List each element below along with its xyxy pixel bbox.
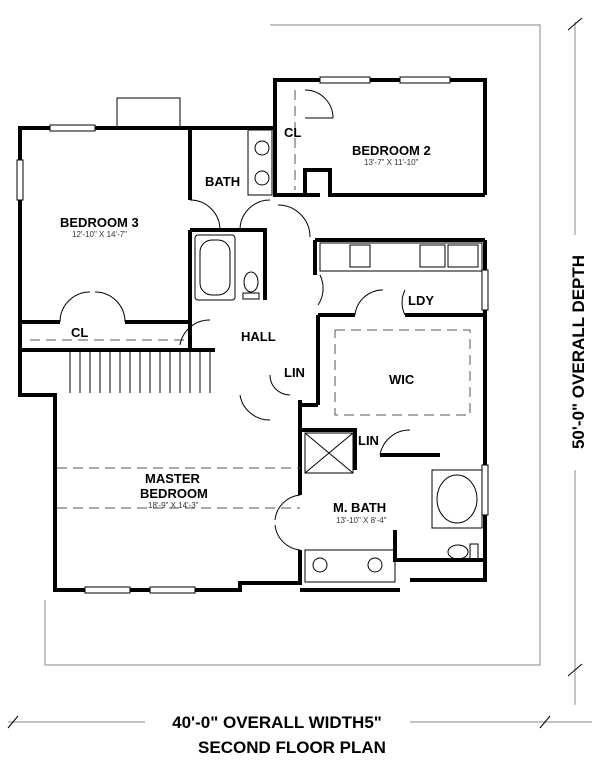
room-size-master: 18'-9" X 14'-3"	[148, 501, 199, 510]
toilet-icon	[243, 271, 259, 293]
shower	[304, 432, 354, 474]
plan-title: SECOND FLOOR PLAN	[198, 738, 386, 757]
interior-walls	[22, 128, 485, 562]
room-label-master-bath: M. BATH	[333, 500, 386, 515]
room-label-bedroom-2: BEDROOM 2	[352, 143, 431, 158]
door-swings	[59, 89, 411, 551]
room-label-linen-1: LIN	[284, 365, 305, 380]
toilet-icon	[447, 544, 469, 560]
room-size-master-bath: 13'-10" X 8'-4"	[336, 516, 387, 525]
exterior-walls	[18, 78, 487, 592]
overall-depth-label: 50'-0" OVERALL DEPTH	[569, 255, 588, 449]
room-label-wic: WIC	[389, 372, 415, 387]
bathtub-icon	[194, 234, 236, 301]
room-label-master-2: BEDROOM	[140, 486, 208, 501]
depth-dimension-line	[567, 17, 583, 705]
room-label-master-1: MASTER	[145, 471, 201, 486]
overall-width-label: 40'-0" OVERALL WIDTH5"	[172, 713, 382, 732]
tub-icon	[431, 469, 483, 529]
sink-icon	[254, 170, 270, 186]
fixtures	[194, 129, 483, 583]
room-size-bedroom-2: 13'-7" X 11'-10"	[364, 158, 419, 167]
sink-icon	[312, 557, 328, 573]
lower-floor-outline	[44, 24, 541, 666]
room-label-laundry: LDY	[408, 293, 434, 308]
vanity	[247, 129, 273, 196]
room-label-bedroom-3: BEDROOM 3	[60, 215, 139, 230]
sink-icon	[367, 557, 383, 573]
sink-icon	[254, 140, 270, 156]
chimney	[116, 97, 181, 129]
room-size-bedroom-3: 12'-10" X 14'-7"	[72, 230, 127, 239]
room-label-bath: BATH	[205, 174, 240, 189]
width-dimension-line	[7, 715, 592, 729]
room-label-closet-bed3: CL	[71, 325, 88, 340]
room-label-hall: HALL	[241, 329, 276, 344]
room-label-closet: CL	[284, 125, 301, 140]
stairs	[69, 352, 211, 393]
laundry-counter	[319, 242, 483, 272]
vanity	[304, 549, 396, 583]
dashed-lines	[30, 90, 471, 509]
room-label-linen-2: LIN	[358, 433, 379, 448]
